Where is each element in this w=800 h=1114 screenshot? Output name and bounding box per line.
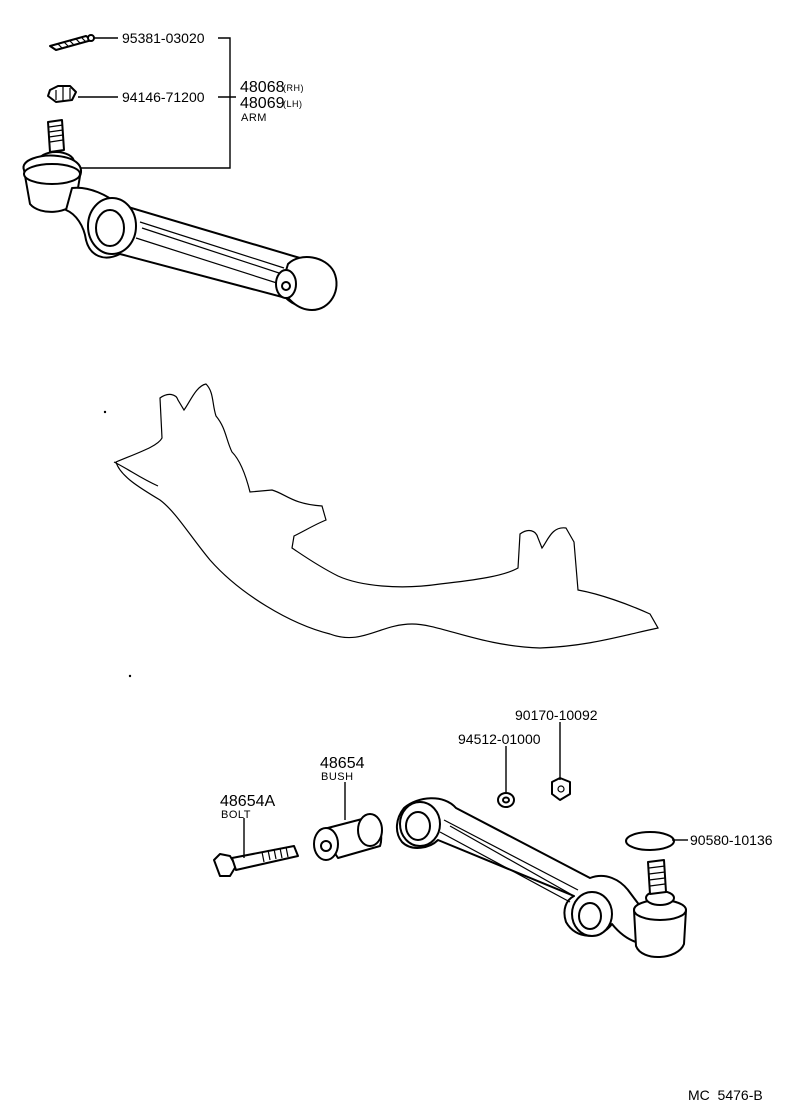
bolt-name-label: BOLT [221,809,251,821]
arm-rh-part-label: 48068 [240,79,285,96]
lower-assembly: 90170-10092 94512-01000 48654 BUSH 48654… [213,707,773,959]
upper-assembly: 95381-03020 94146-71200 48068 (RH) 48069… [22,30,338,311]
upper-arm-drawing [22,119,338,311]
arm-lh-part-label: 48069 [240,95,285,112]
frame-outline-drawing [103,383,659,678]
washer-drawing [497,792,515,808]
bush-name-label: BUSH [321,771,354,783]
bush-part-label: 48654 [320,755,365,772]
arm-name-label: ARM [241,112,267,124]
nut-part-label: 94146-71200 [122,89,205,105]
bolt-part-label: 48654A [220,793,275,810]
arm-rh-side-label: (RH) [283,83,304,93]
castle-nut-drawing [47,85,77,103]
nut-drawing [551,777,571,801]
lower-arm-drawing [396,797,687,959]
arm-lh-side-label: (LH) [283,99,303,109]
boot-drawing [625,831,675,851]
cotter-pin-drawing [49,34,95,51]
bolt-part-label: 95381-03020 [122,30,205,46]
bush-drawing [313,813,383,861]
washer-part-label: 94512-01000 [458,731,541,747]
nut-part-label: 90170-10092 [515,707,598,723]
bolt-drawing [213,845,299,877]
boot-part-label: 90580-10136 [690,832,773,848]
diagram-code: MC 5476-B [688,1087,763,1103]
